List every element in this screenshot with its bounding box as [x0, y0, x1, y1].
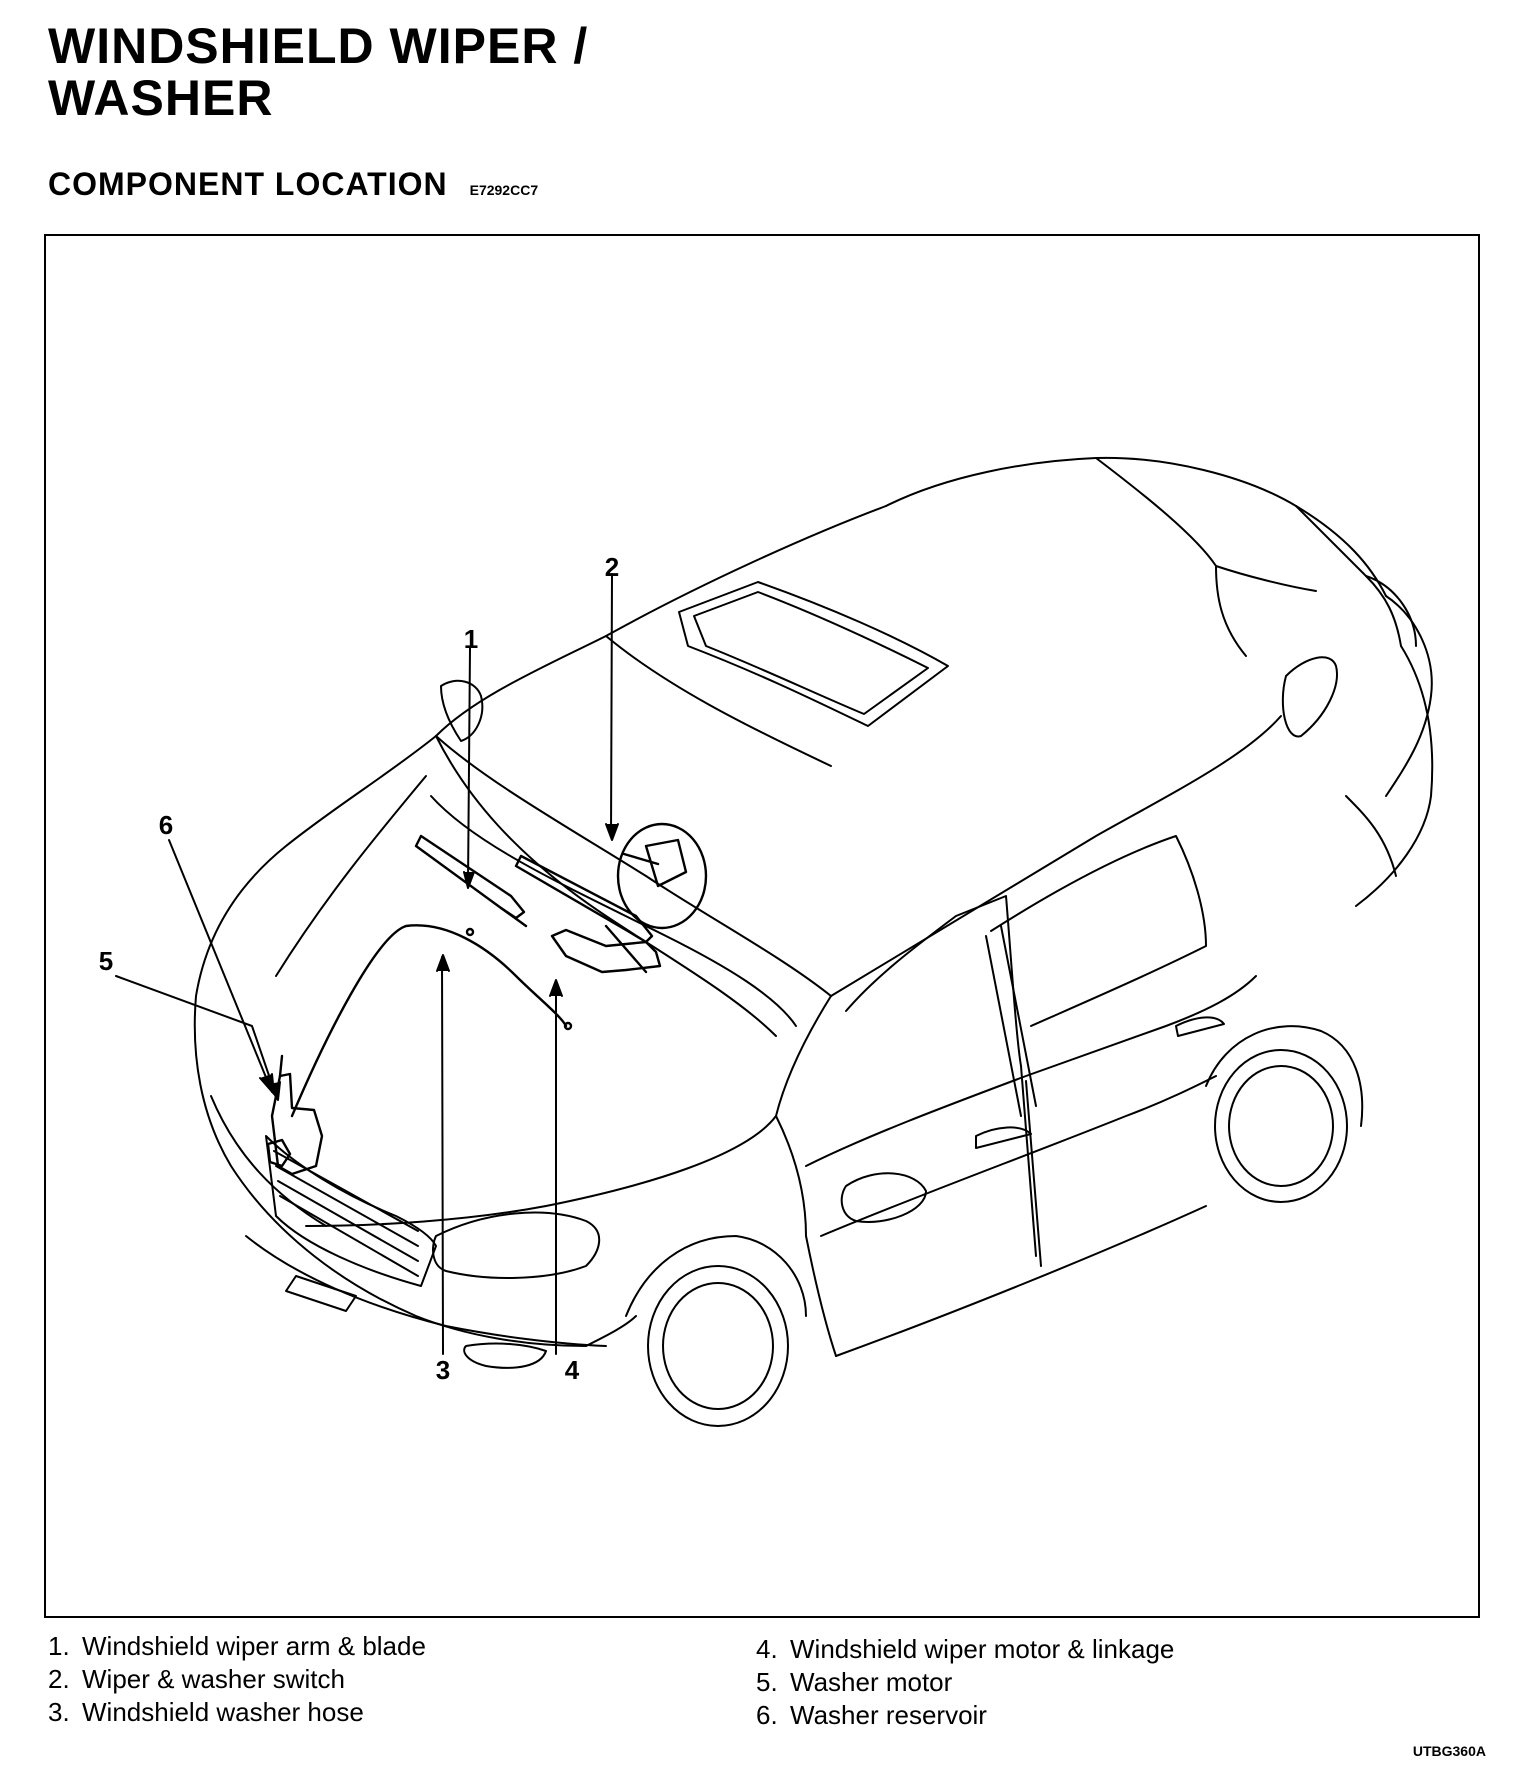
steering-wheel — [616, 822, 708, 930]
title-line-2: WASHER — [48, 70, 274, 126]
callout-labels: 1 2 3 4 5 6 — [99, 552, 619, 1385]
legend-right: 4. Windshield wiper motor & linkage 5. Was… — [756, 1633, 1174, 1732]
washer-reservoir — [270, 1072, 324, 1176]
car-diagram: 1 2 3 4 5 6 — [99, 456, 1434, 1427]
legend-item-4-text: Windshield wiper motor & linkage — [790, 1634, 1175, 1664]
legend-item-6-text: Washer reservoir — [790, 1700, 987, 1730]
section-heading-text: COMPONENT LOCATION — [48, 166, 448, 202]
legend-item-4: 4. Windshield wiper motor & linkage — [756, 1633, 1174, 1666]
legend-item-3-number: 3. — [48, 1697, 70, 1727]
legend-item-6: 6. Washer reservoir — [756, 1699, 1174, 1732]
legend-item-1: 1. Windshield wiper arm & blade — [48, 1630, 426, 1663]
car-outline — [193, 456, 1434, 1427]
callout-4: 4 — [565, 1355, 580, 1385]
washer-hose — [290, 924, 568, 1118]
title-line-1: WINDSHIELD WIPER / — [48, 18, 589, 74]
legend-item-3: 3. Windshield washer hose — [48, 1696, 426, 1729]
callout-lines — [115, 573, 619, 1355]
callout-3: 3 — [436, 1355, 450, 1385]
legend-item-1-text: Windshield wiper arm & blade — [82, 1631, 426, 1661]
callout-2: 2 — [605, 552, 619, 582]
figure-code: UTBG360A — [1412, 1743, 1486, 1759]
page-title: WINDSHIELD WIPER / WASHER — [48, 20, 588, 124]
callout-5: 5 — [99, 946, 113, 976]
legend-item-3-text: Windshield washer hose — [82, 1697, 364, 1727]
callout-6: 6 — [159, 810, 173, 840]
diagram-frame: 1 2 3 4 5 6 — [44, 234, 1480, 1618]
legend-item-2-number: 2. — [48, 1664, 70, 1694]
callout-1: 1 — [464, 624, 478, 654]
legend-item-5-number: 5. — [756, 1667, 778, 1697]
legend-item-1-number: 1. — [48, 1631, 70, 1661]
components — [266, 822, 708, 1176]
wiper-arm-right — [514, 854, 654, 944]
legend-item-5: 5. Washer motor — [756, 1666, 1174, 1699]
section-heading: COMPONENT LOCATION E7292CC7 — [48, 166, 538, 203]
wiper-motor-linkage — [550, 928, 662, 974]
legend-item-2-text: Wiper & washer switch — [82, 1664, 345, 1694]
legend-item-4-number: 4. — [756, 1634, 778, 1664]
section-code: E7292CC7 — [469, 182, 539, 198]
legend-item-2: 2. Wiper & washer switch — [48, 1663, 426, 1696]
washer-motor — [266, 1138, 292, 1168]
legend-item-5-text: Washer motor — [790, 1667, 953, 1697]
wiper-washer-switch — [644, 838, 688, 888]
legend-left: 1. Windshield wiper arm & blade 2. Wiper &… — [48, 1630, 426, 1729]
legend-item-6-number: 6. — [756, 1700, 778, 1730]
